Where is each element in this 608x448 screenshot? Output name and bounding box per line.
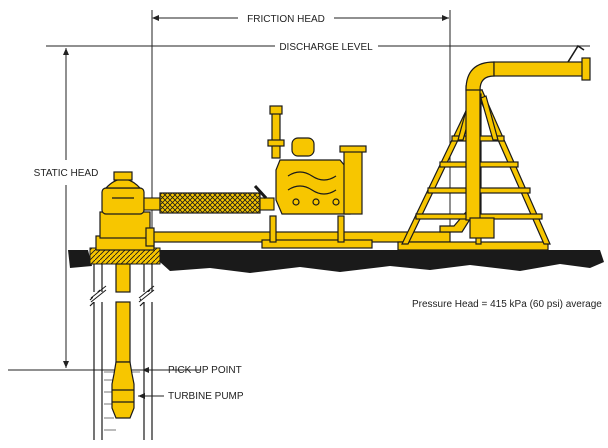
riser-pipe	[465, 44, 591, 239]
pick-up-point-label: PICK-UP POINT	[168, 365, 242, 376]
discharge-level-label: DISCHARGE LEVEL	[279, 42, 373, 53]
engine	[267, 105, 367, 215]
engine-skid	[261, 215, 373, 249]
drive-shaft	[143, 184, 275, 214]
friction-head-label: FRICTION HEAD	[247, 14, 325, 25]
pump-head	[95, 171, 155, 251]
pressure-head-label: Pressure Head = 415 kPa (60 psi) average	[412, 299, 602, 310]
static-head-label: STATIC HEAD	[34, 168, 99, 179]
column-pipe	[115, 263, 131, 363]
ground	[68, 247, 604, 273]
turbine-pump	[111, 361, 135, 419]
turbine-pump-label: TURBINE PUMP	[168, 391, 244, 402]
